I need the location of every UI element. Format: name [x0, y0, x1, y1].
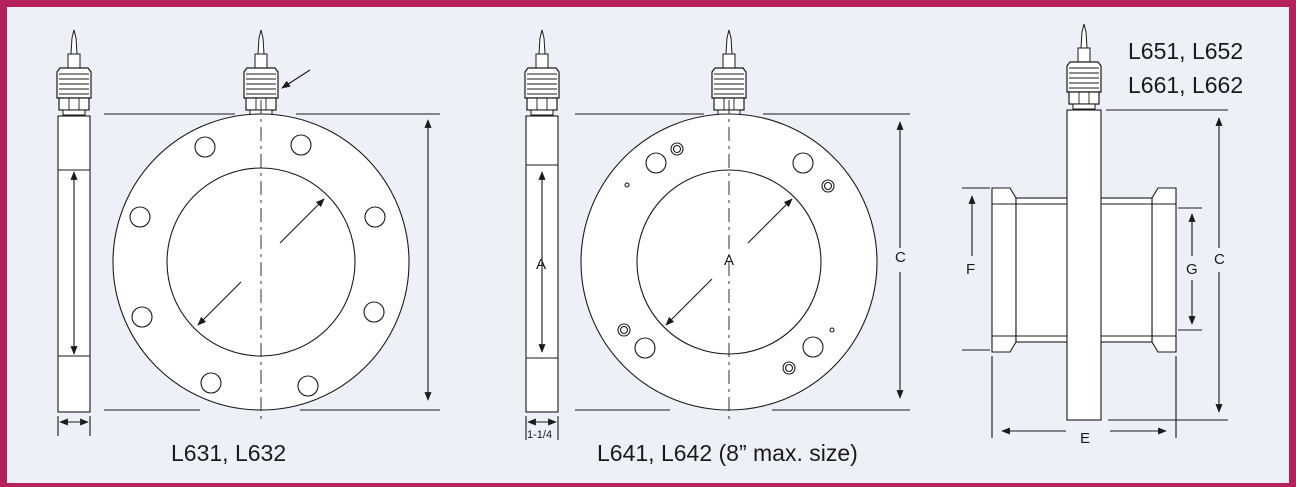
- dimension-width-label: 1-1/4: [527, 429, 552, 441]
- caption-model-l631: L631, L632: [171, 440, 287, 466]
- dimension-a-label-1: A: [536, 256, 546, 273]
- l641-side-view: [524, 29, 560, 440]
- dimension-c-label-2: C: [1214, 251, 1225, 268]
- dimension-f-label: F: [966, 261, 975, 278]
- l631-flange-front-view: [104, 29, 440, 420]
- caption-model-l641: L641, L642 (8” max. size): [597, 440, 858, 466]
- dimension-g-label: G: [1186, 261, 1198, 278]
- l631-side-view: [56, 29, 92, 436]
- caption-model-l661: L661, L662: [1128, 72, 1244, 98]
- caption-model-l651: L651, L652: [1128, 38, 1244, 64]
- l641-wafer-front-view: [575, 29, 910, 420]
- l651-spool-side-view: [962, 23, 1228, 438]
- dimension-e-label: E: [1080, 430, 1090, 447]
- dimension-c-label-1: C: [895, 249, 906, 266]
- dimension-a-label-2: A: [724, 252, 734, 269]
